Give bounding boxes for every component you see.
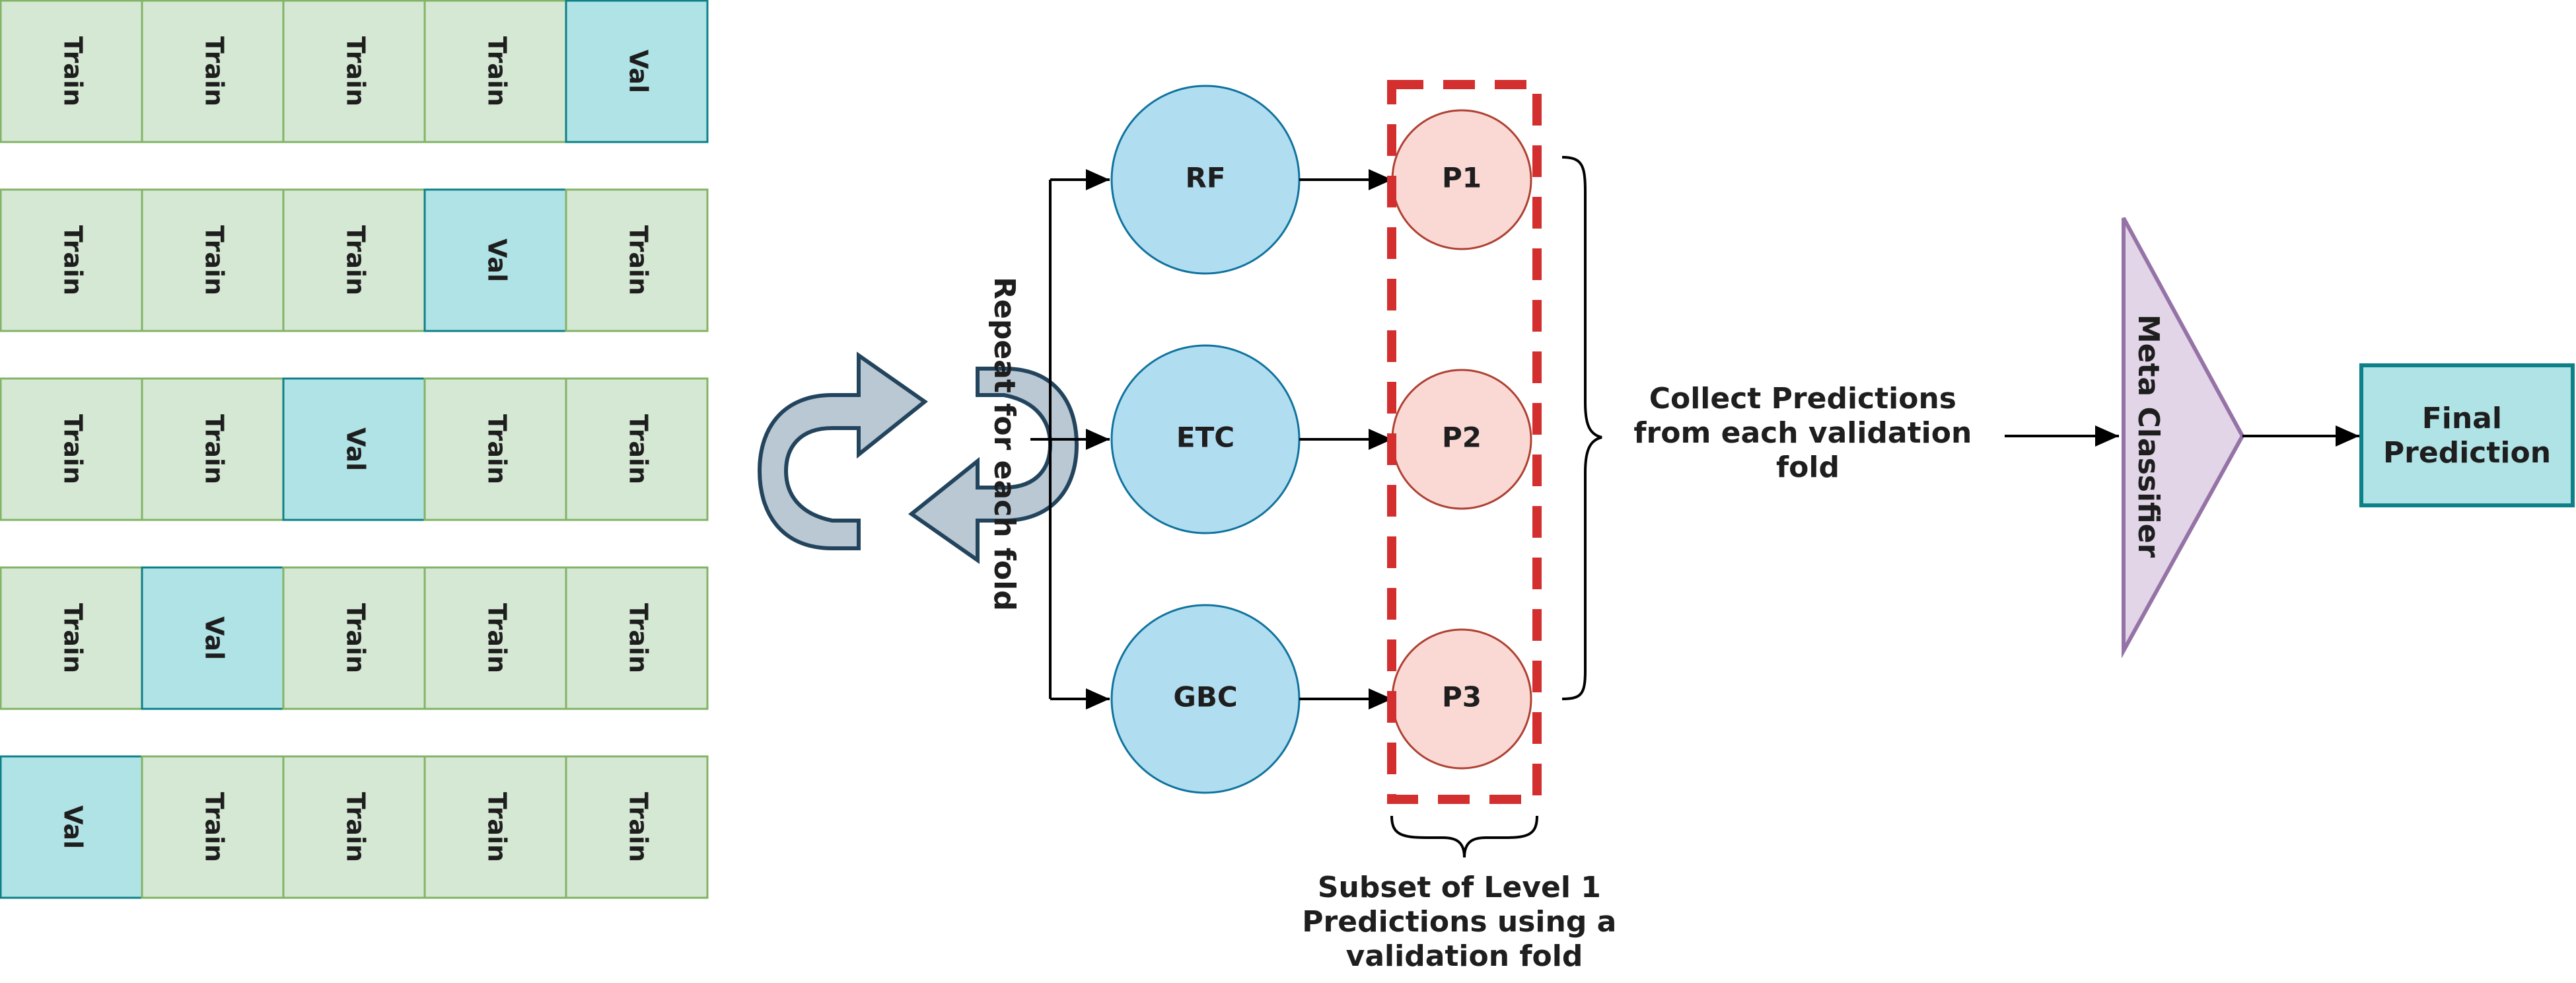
svg-text:P1: P1: [1442, 162, 1482, 194]
svg-text:P3: P3: [1442, 681, 1482, 713]
fold-cell-label: Train: [483, 414, 512, 484]
fold-cell-label: Val: [200, 616, 229, 660]
final-label-line-2: Prediction: [2383, 436, 2551, 470]
fold-cell-label: Train: [200, 414, 229, 484]
fold-cell-label: Train: [624, 792, 653, 862]
train-cell: [141, 188, 285, 332]
fold-row: Train Train Train Val Train: [0, 188, 709, 332]
fold-cell-label: Train: [200, 36, 229, 106]
fold-cell-label: Val: [59, 805, 88, 849]
fold-cell-label: Train: [624, 414, 653, 484]
fold-cell-label: Train: [341, 792, 371, 862]
subset-brace: [1390, 815, 1538, 858]
fold-cell-label: Train: [624, 225, 653, 295]
train-cell: [0, 566, 143, 710]
prediction-p2: P2: [1391, 369, 1532, 510]
collect-brace: [1561, 156, 1602, 700]
fold-cell-label: Train: [483, 603, 512, 673]
final-label-line-1: Final: [2422, 402, 2502, 435]
val-cell: [141, 566, 285, 710]
branch-connectors: [1030, 169, 1110, 710]
svg-text:Final Prediction: Final Prediction: [2383, 402, 2551, 470]
fold-cell-label: Train: [341, 603, 371, 673]
repeat-cycle-icon: [757, 351, 1079, 564]
fold-cell-label: Train: [483, 36, 512, 106]
subset-label-line-2: Predictions using a: [1302, 905, 1616, 939]
fold-cell-label: Train: [200, 792, 229, 862]
meta-classifier: Meta Classifier: [2122, 217, 2245, 659]
fold-cell-label: Train: [341, 225, 371, 295]
svg-text:ETC: ETC: [1176, 421, 1234, 454]
train-cell: [282, 0, 426, 143]
repeat-label: Repeat for each fold: [987, 277, 1021, 611]
train-cell: [282, 188, 426, 332]
svg-text:Meta Classifier: Meta Classifier: [2131, 314, 2165, 558]
model-gbc: GBC: [1110, 604, 1301, 794]
fold-cell-label: Train: [59, 225, 88, 295]
train-cell: [141, 0, 285, 143]
fold-row: Train Val Train Train Train: [0, 566, 709, 710]
subset-label-line-1: Subset of Level 1: [1318, 871, 1601, 904]
train-cell: [141, 377, 285, 521]
collect-label-line-3: fold: [1776, 451, 1840, 484]
prediction-p3: P3: [1391, 628, 1532, 770]
val-cell: [423, 188, 567, 332]
fold-cell-label: Train: [59, 36, 88, 106]
fold-cell-label: Val: [624, 50, 653, 93]
model-to-prediction-arrows: [1299, 169, 1392, 710]
fold-cell-label: Train: [483, 792, 512, 862]
collect-label: Collect Predictions from each validation…: [1633, 382, 1982, 484]
subset-label-line-3: validation fold: [1346, 939, 1583, 973]
fold-cell-label: Train: [341, 36, 371, 106]
fold-cell-label: Val: [483, 238, 512, 282]
train-cell: [565, 566, 709, 710]
train-cell: [0, 188, 143, 332]
final-prediction-box: Final Prediction: [2359, 363, 2575, 507]
train-cell: [141, 755, 285, 899]
train-cell: [423, 0, 567, 143]
val-cell: [0, 755, 143, 899]
train-cell: [0, 0, 143, 143]
train-cell: [565, 755, 709, 899]
fold-cell-label: Train: [200, 225, 229, 295]
fold-row: Train Train Val Train Train: [0, 377, 709, 521]
collect-label-line-2: from each validation: [1633, 416, 1972, 450]
svg-text:RF: RF: [1185, 162, 1225, 194]
svg-text:P2: P2: [1442, 421, 1482, 454]
prediction-p1: P1: [1391, 109, 1532, 250]
subset-label: Subset of Level 1 Predictions using a va…: [1302, 871, 1626, 973]
level1-subset-box: [1387, 80, 1542, 804]
train-cell: [282, 755, 426, 899]
train-cell: [565, 188, 709, 332]
train-cell: [423, 377, 567, 521]
train-cell: [282, 566, 426, 710]
train-cell: [565, 377, 709, 521]
fold-cell-label: Train: [624, 603, 653, 673]
svg-text:GBC: GBC: [1173, 681, 1237, 713]
fold-cell-label: Train: [59, 603, 88, 673]
fold-row: Train Train Train Train Val: [0, 0, 709, 143]
val-cell: [565, 0, 709, 143]
fold-row: Val Train Train Train Train: [0, 755, 709, 899]
val-cell: [282, 377, 426, 521]
fold-cell-label: Train: [59, 414, 88, 484]
collect-label-line-1: Collect Predictions: [1649, 382, 1956, 416]
model-rf: RF: [1110, 85, 1301, 275]
model-etc: ETC: [1110, 344, 1301, 534]
train-cell: [423, 566, 567, 710]
fold-cell-label: Val: [341, 427, 371, 471]
